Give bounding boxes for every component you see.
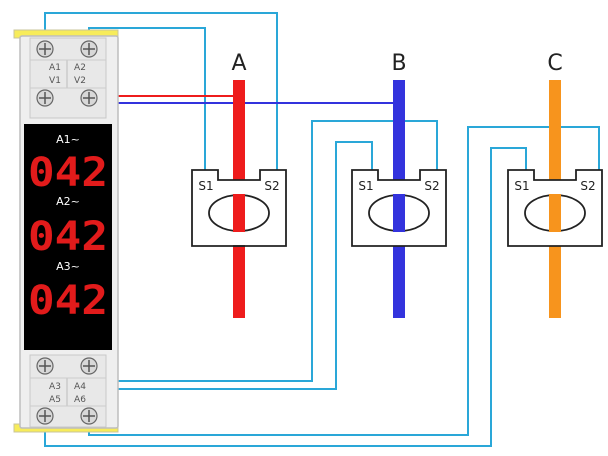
ct-a-s2-label: S2 xyxy=(264,179,279,193)
terminal-label-a6: A6 xyxy=(74,395,86,405)
ct-b-s1-label: S1 xyxy=(358,179,373,193)
current-transformers: S1 S2 S1 S2 S1 S2 xyxy=(191,169,603,247)
display-label-a1: A1~ xyxy=(56,133,80,146)
terminal-label-a1: A1 xyxy=(49,63,61,73)
display-panel xyxy=(24,124,112,350)
terminal-label-a4: A4 xyxy=(74,382,86,392)
screw-icon xyxy=(80,407,98,425)
ct-c-s1-label: S1 xyxy=(514,179,529,193)
terminal-label-v1: V1 xyxy=(49,76,61,86)
ct-c-s2-label: S2 xyxy=(580,179,595,193)
screw-icon xyxy=(80,40,98,58)
terminal-label-a2: A2 xyxy=(74,63,86,73)
screw-icon xyxy=(36,407,54,425)
wire-a4-to-ct-b-s1 xyxy=(88,120,438,382)
display-reading-a1: 042 xyxy=(28,150,108,196)
wire-a1-to-ct-a-s2 xyxy=(44,12,278,173)
ct-c: S1 S2 xyxy=(507,169,603,247)
ct-b-s2-label: S2 xyxy=(424,179,439,193)
screw-icon xyxy=(36,89,54,107)
terminal-label-a5: A5 xyxy=(49,395,61,405)
display-label-a2: A2~ xyxy=(56,195,80,208)
wire-a5-to-ct-c-s2 xyxy=(44,147,527,447)
ct-b: S1 S2 xyxy=(351,169,447,247)
phase-label-b: B xyxy=(391,51,406,76)
display-reading-a2: 042 xyxy=(28,214,108,260)
ct-a-s1-label: S1 xyxy=(198,179,213,193)
screw-icon xyxy=(80,89,98,107)
ct-a: S1 S2 xyxy=(191,169,287,247)
din-meter: A1 A2 V1 V2 A3 A4 A5 A6 A1~ 042 A2~ 042 … xyxy=(13,29,119,433)
terminal-label-a3: A3 xyxy=(49,382,61,392)
screw-icon xyxy=(36,357,54,375)
terminal-screws xyxy=(36,40,98,425)
phase-label-a: A xyxy=(231,51,246,76)
phase-label-c: C xyxy=(547,51,562,76)
screw-icon xyxy=(80,357,98,375)
display-reading-a3: 042 xyxy=(28,278,108,324)
terminal-label-v2: V2 xyxy=(74,76,86,86)
display-label-a3: A3~ xyxy=(56,260,80,273)
screw-icon xyxy=(36,40,54,58)
